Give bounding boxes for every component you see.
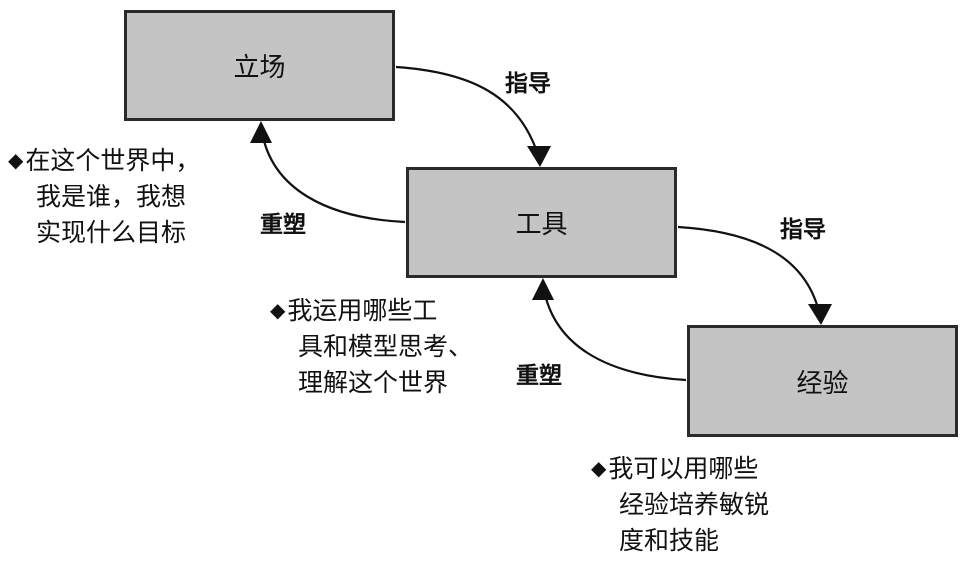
guide-arrow-stance-to-tools <box>395 65 541 159</box>
guide-label-2: 指导 <box>780 217 826 243</box>
tools-box-label: 工具 <box>515 210 568 240</box>
reshape-label-1: 重塑 <box>260 212 306 238</box>
reshape-arrow-tools-to-stance <box>260 131 406 224</box>
stance-box: 立场 <box>124 10 395 121</box>
guide-arrowhead-1 <box>527 146 551 167</box>
diamond-bullet-icon: ◆ <box>591 456 607 480</box>
reshape-arrowhead-2 <box>532 278 554 300</box>
experience-box-label: 经验 <box>796 368 849 399</box>
tools-note-line-3: 理解这个世界 <box>298 368 449 397</box>
experience-note-line-2: 经验培养敏锐 <box>619 490 770 519</box>
diamond-bullet-icon: ◆ <box>8 148 24 172</box>
stance-box-label: 立场 <box>233 53 286 83</box>
stance-note: ◆在这个世界中， 我是谁，我想 实现什么目标 <box>8 142 200 251</box>
guide-label-1: 指导 <box>505 71 551 97</box>
stance-note-line-1: ◆在这个世界中， <box>8 146 201 175</box>
tools-note: ◆我运用哪些工 具和模型思考、 理解这个世界 <box>270 292 473 401</box>
tools-box: 工具 <box>406 167 677 278</box>
guide-arrow-tools-to-experience <box>677 225 822 317</box>
stance-note-line-3: 实现什么目标 <box>36 218 187 247</box>
reshape-arrow-experience-to-tools <box>542 289 687 382</box>
tools-note-line-2: 具和模型思考、 <box>298 332 474 361</box>
diamond-bullet-icon: ◆ <box>270 298 286 322</box>
reshape-label-2: 重塑 <box>516 363 562 389</box>
reshape-arrowhead-1 <box>250 121 272 143</box>
guide-arrowhead-2 <box>808 304 832 325</box>
experience-note-line-3: 度和技能 <box>619 526 720 555</box>
experience-box: 经验 <box>687 325 958 437</box>
tools-note-line-1: ◆我运用哪些工 <box>270 296 438 325</box>
stance-note-line-2: 我是谁，我想 <box>36 182 187 211</box>
experience-note: ◆我可以用哪些 经验培养敏锐 度和技能 <box>591 450 769 559</box>
experience-note-line-1: ◆我可以用哪些 <box>591 454 759 483</box>
